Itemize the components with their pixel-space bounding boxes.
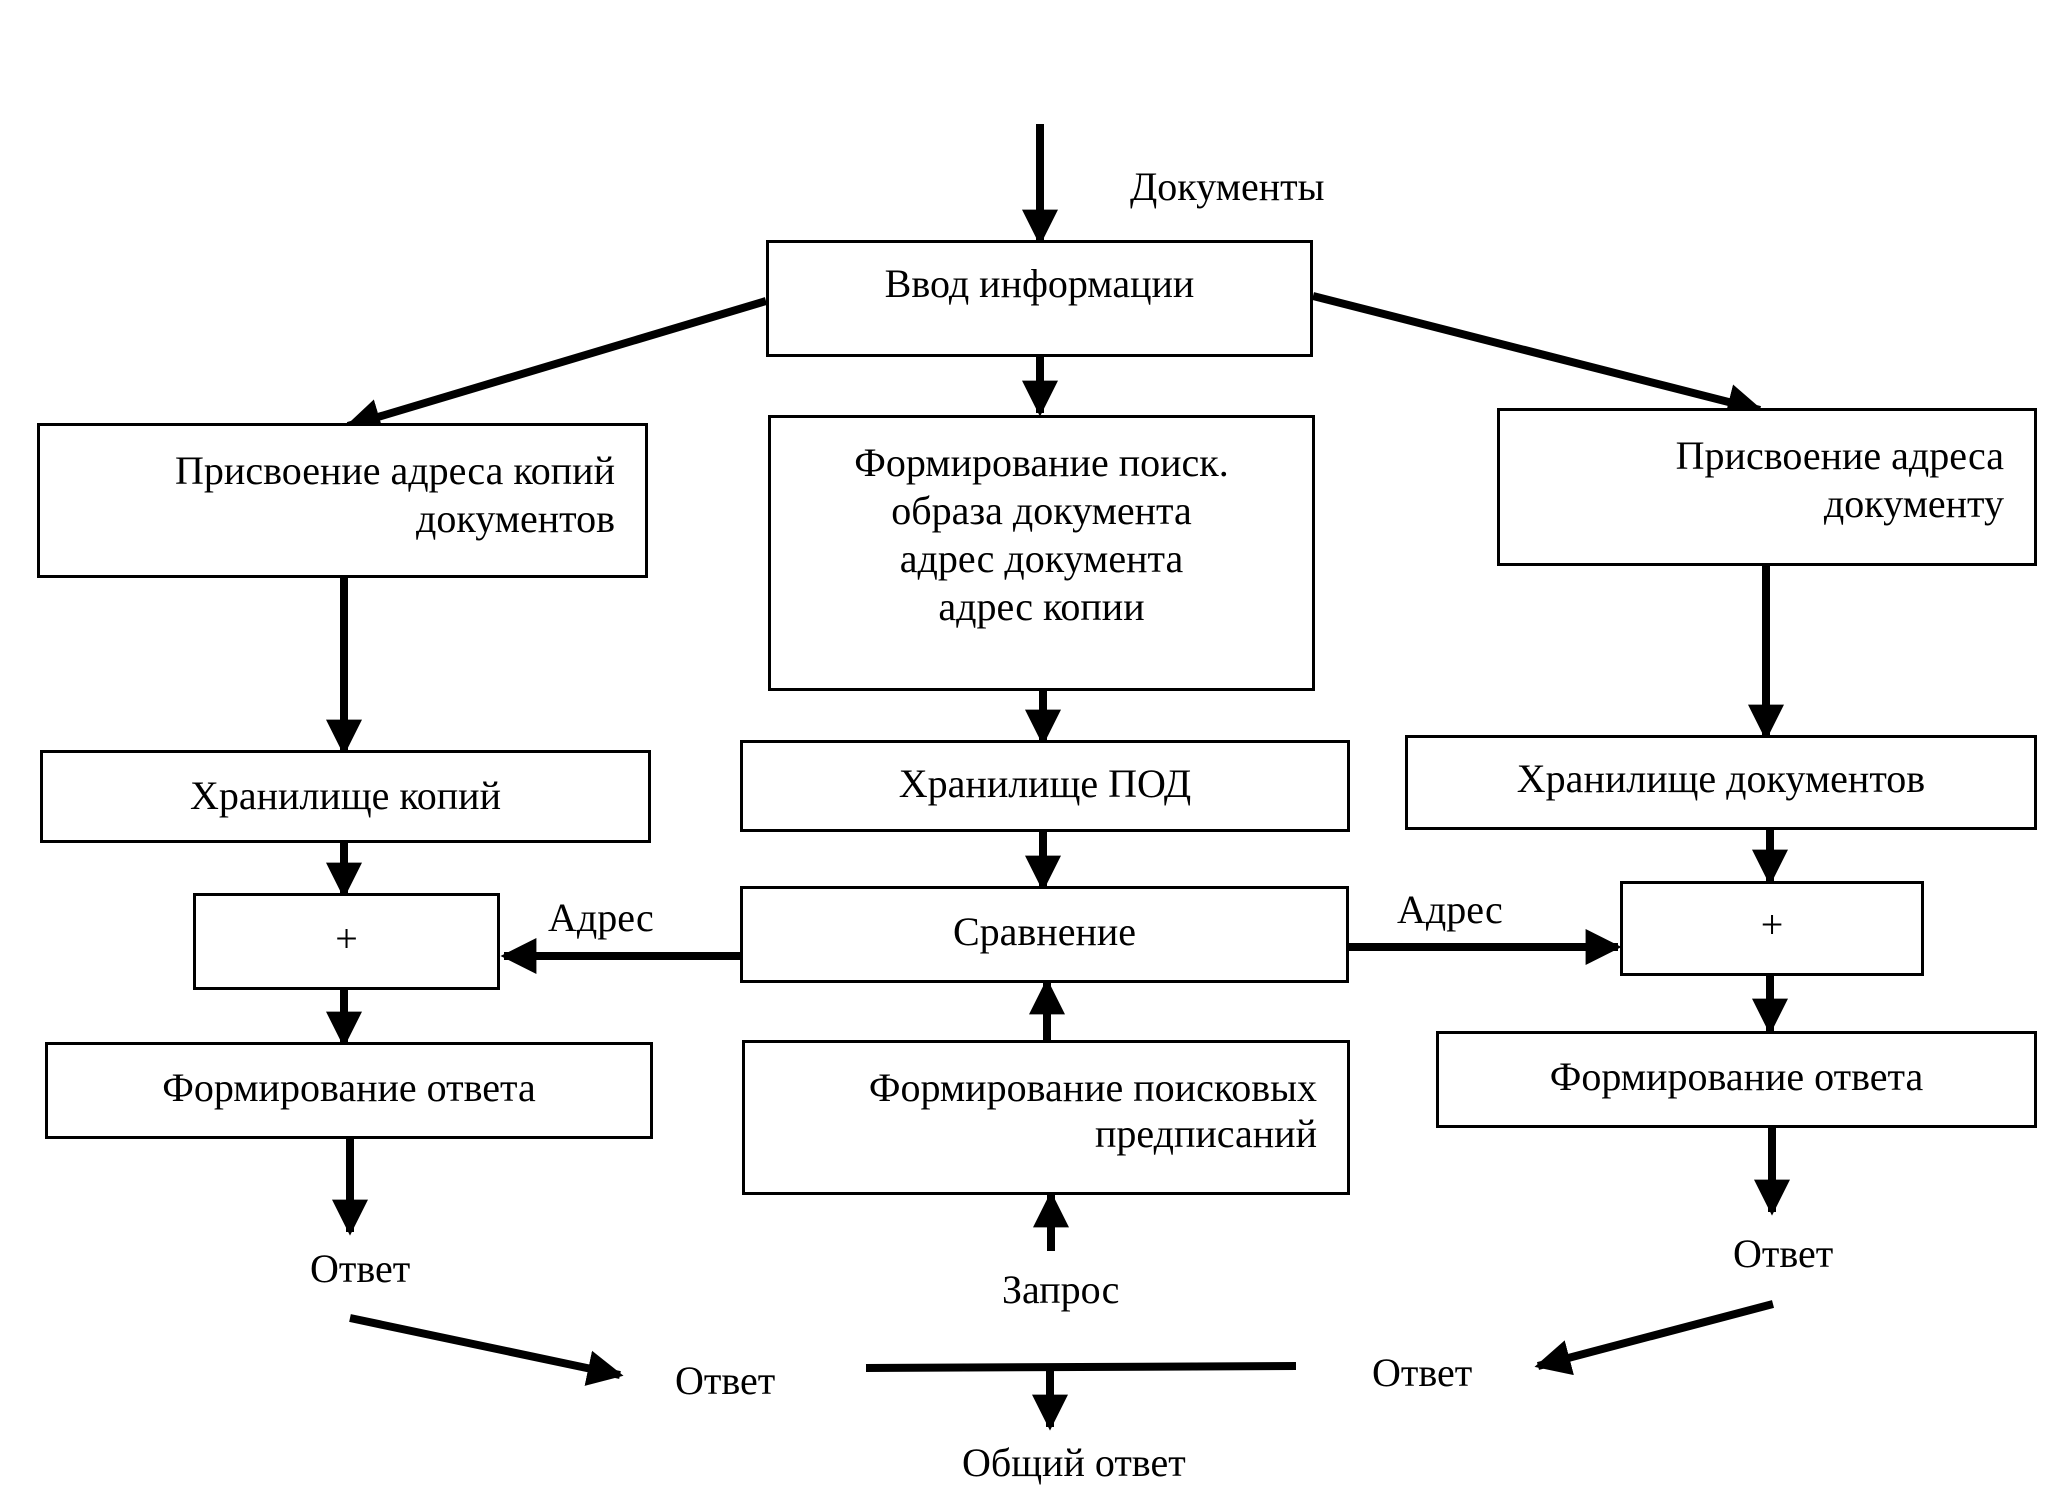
plus-right-box: + <box>1620 881 1924 976</box>
answer-form-right-box: Формирование ответа <box>1436 1031 2037 1128</box>
answer-form-right-label: Формирование ответа <box>1549 1054 1924 1099</box>
search-image-box: Формирование поиск. образа документа адр… <box>768 415 1315 691</box>
answer-label-right: Ответ <box>1733 1231 1834 1276</box>
documents-label: Документы <box>1130 164 1325 209</box>
search-image-line-1: Формирование поиск. <box>854 440 1229 485</box>
answer-form-left-label: Формирование ответа <box>162 1065 536 1110</box>
input-box-label: Ввод информации <box>884 261 1195 306</box>
search-prescriptions-line-2: предписаний <box>1094 1111 1317 1156</box>
search-prescriptions-line-1: Формирование поисковых <box>868 1065 1317 1110</box>
arrow-input-to-copy-address <box>344 297 768 434</box>
copy-storage-label: Хранилище копий <box>190 773 501 818</box>
plus-left-box: + <box>193 893 500 990</box>
doc-address-line-1: Присвоение адреса <box>1675 433 2004 478</box>
address-label-left: Адрес <box>548 895 654 940</box>
copy-address-line-1: Присвоение адреса копий <box>175 448 615 493</box>
general-answer-label: Общий ответ <box>962 1440 1186 1485</box>
doc-address-box: Присвоение адреса документу <box>1497 408 2037 566</box>
input-box: Ввод информации <box>766 240 1313 357</box>
doc-address-line-2: документу <box>1823 481 2004 526</box>
merge-answer-label-left: Ответ <box>675 1358 776 1403</box>
merge-answer-label-right: Ответ <box>1372 1350 1473 1395</box>
query-label: Запрос <box>1002 1267 1120 1312</box>
search-image-line-2: образа документа <box>891 488 1192 533</box>
copy-address-line-2: документов <box>415 496 615 541</box>
arrow-answer-left-to-merge <box>349 1314 624 1386</box>
plus-left-label: + <box>335 916 358 961</box>
arrow-answer-right-to-merge <box>1534 1300 1775 1376</box>
merge-bar <box>865 1362 1297 1372</box>
comparison-label: Сравнение <box>952 909 1137 954</box>
copy-storage-box: Хранилище копий <box>40 750 651 843</box>
search-image-line-3: адрес документа <box>899 536 1184 581</box>
pod-storage-box: Хранилище ПОД <box>740 740 1350 832</box>
address-label-right: Адрес <box>1397 887 1503 932</box>
answer-form-left-box: Формирование ответа <box>45 1042 653 1139</box>
search-prescriptions-box: Формирование поисковых предписаний <box>742 1040 1350 1195</box>
copy-address-box: Присвоение адреса копий документов <box>37 423 648 578</box>
doc-storage-label: Хранилище документов <box>1516 756 1926 801</box>
pod-storage-label: Хранилище ПОД <box>898 761 1192 806</box>
arrow-input-to-doc-address <box>1312 292 1764 420</box>
doc-storage-box: Хранилище документов <box>1405 735 2037 830</box>
answer-label-left: Ответ <box>310 1246 411 1291</box>
search-image-line-4: адрес копии <box>938 584 1145 629</box>
comparison-box: Сравнение <box>740 886 1349 983</box>
plus-right-label: + <box>1760 902 1784 947</box>
